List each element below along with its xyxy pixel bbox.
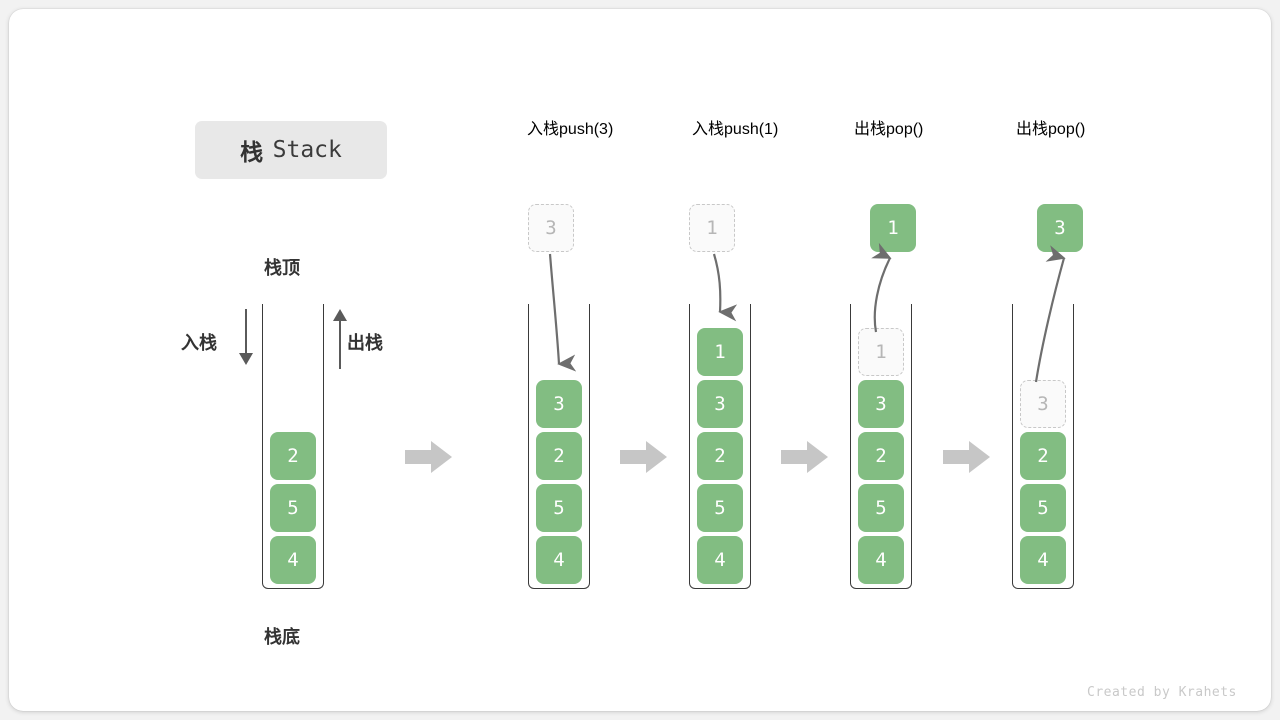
- column-header-cn: 入栈: [527, 121, 560, 138]
- pending-element-ghost: 3: [528, 204, 574, 252]
- stack-cell: 5: [270, 484, 316, 532]
- transition-arrow-4: [943, 441, 990, 473]
- stack-cell: 5: [858, 484, 904, 532]
- stack-cell: 4: [858, 536, 904, 584]
- stack-cell: 1: [697, 328, 743, 376]
- stack-cell: 4: [697, 536, 743, 584]
- stack-cell: 4: [1020, 536, 1066, 584]
- column-header-code: push(1): [724, 121, 779, 138]
- stack-frame: [262, 304, 324, 589]
- column-header-argument: 1: [764, 121, 773, 138]
- column-header-cn: 出栈: [1016, 121, 1049, 138]
- pop-direction-arrow-shaft: [339, 321, 341, 369]
- floating-element-push-3: 3: [528, 204, 574, 252]
- motion-arrow-pop-3: [1034, 245, 1066, 383]
- stack-cell: 3: [858, 380, 904, 428]
- transition-arrow-1: [405, 441, 452, 473]
- stack-cell: 4: [536, 536, 582, 584]
- push-direction-arrow-head: [239, 353, 253, 365]
- stack-cell: 2: [536, 432, 582, 480]
- motion-arrow-push-1: [712, 253, 738, 322]
- transition-arrow-2: [620, 441, 667, 473]
- stack-cell: 3: [536, 380, 582, 428]
- column-header-argument: 3: [599, 121, 608, 138]
- stack-top-label: 栈顶: [264, 258, 300, 278]
- credit-text: Created by Krahets: [1087, 685, 1237, 700]
- title-cn: 栈: [240, 139, 264, 165]
- stack-frame: [1012, 304, 1074, 589]
- pop-direction-arrow-head: [333, 309, 347, 321]
- push-direction-arrow-shaft: [245, 309, 247, 357]
- diagram-title-chip: 栈 Stack: [195, 121, 387, 179]
- stack-cell-ghost: 1: [858, 328, 904, 376]
- popped-element: 1: [870, 204, 916, 252]
- column-header-push-3: 入栈push(3): [527, 115, 613, 139]
- column-header-push-1: 入栈push(1): [692, 115, 778, 139]
- floating-element-push-1: 1: [689, 204, 735, 252]
- stack-cell: 2: [858, 432, 904, 480]
- stack-cell: 5: [1020, 484, 1066, 532]
- floating-element-pop-3: 3: [1037, 204, 1083, 252]
- stack-cell: 5: [536, 484, 582, 532]
- column-header-cn: 出栈: [854, 121, 887, 138]
- floating-element-pop-1: 1: [870, 204, 916, 252]
- column-header-cn: 入栈: [692, 121, 725, 138]
- pending-element-ghost: 1: [689, 204, 735, 252]
- stack-cell: 4: [270, 536, 316, 584]
- push-side-label: 入栈: [181, 333, 217, 353]
- stack-cell: 5: [697, 484, 743, 532]
- stack-cell: 2: [697, 432, 743, 480]
- stack-bottom-label: 栈底: [264, 627, 300, 647]
- stack-frame: [528, 304, 590, 589]
- stack-cell: 3: [697, 380, 743, 428]
- stack-cell-ghost: 3: [1020, 380, 1066, 428]
- stack-cell: 2: [1020, 432, 1066, 480]
- column-header-code: push(3): [559, 121, 614, 138]
- stack-frame: [850, 304, 912, 589]
- column-header-pop-1: 出栈pop(): [854, 115, 923, 139]
- motion-arrow-push-3: [548, 253, 577, 372]
- stack-cell: 2: [270, 432, 316, 480]
- column-header-pop-3: 出栈pop(): [1016, 115, 1085, 139]
- title-en: Stack: [272, 137, 342, 163]
- transition-arrow-3: [781, 441, 828, 473]
- motion-arrow-pop-1: [871, 242, 892, 333]
- column-header-code: pop(): [1048, 121, 1086, 138]
- pop-side-label: 出栈: [347, 333, 383, 353]
- popped-element: 3: [1037, 204, 1083, 252]
- column-header-code: pop(): [886, 121, 924, 138]
- stack-frame: [689, 304, 751, 589]
